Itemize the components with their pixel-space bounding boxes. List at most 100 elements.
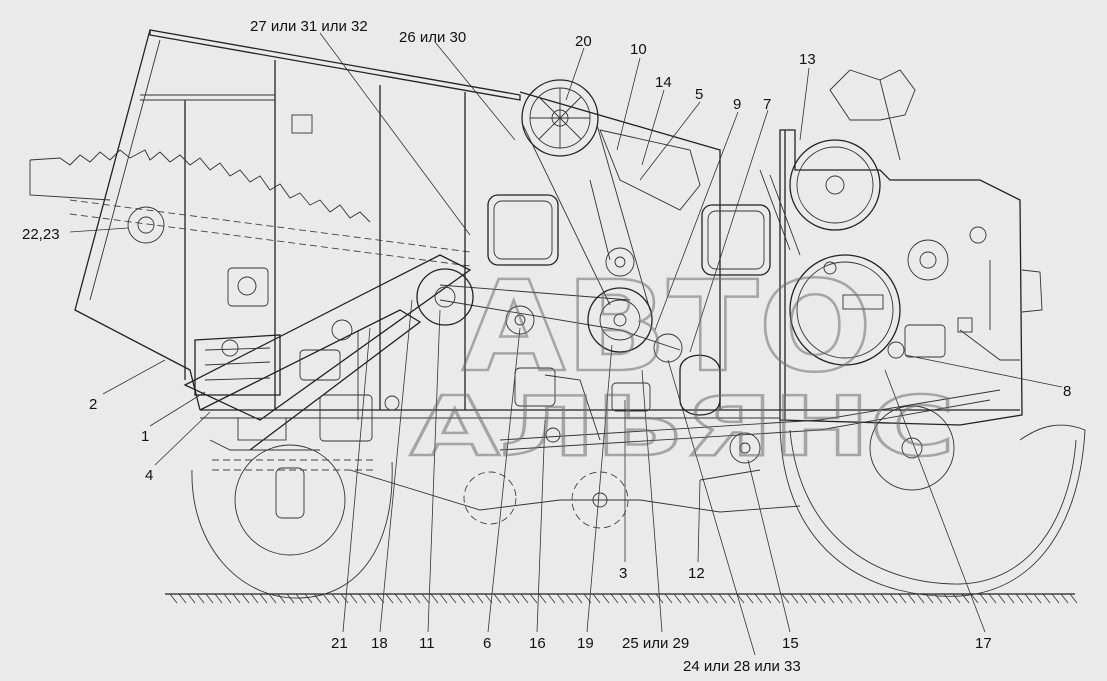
ground-hatch-mark [844,593,853,604]
ground-hatch-mark [268,593,277,604]
ground-hatch-mark [628,593,637,604]
label-15: 15 [782,635,799,652]
ground-hatch-mark [763,593,772,604]
ground-hatch-mark [556,593,565,604]
ground-hatch-mark [466,593,475,604]
ground-hatch-mark [745,593,754,604]
ground-hatch-mark [178,593,187,604]
ground-hatch-mark [286,593,295,604]
front-chamber [29,29,521,411]
ground-hatch-mark [592,593,601,604]
ground-hatch-mark [1033,593,1042,604]
ground-hatch-mark [916,593,925,604]
ground-hatch-mark [493,593,502,604]
label-16: 16 [529,635,546,652]
ground-hatch-mark [169,593,178,604]
ground-hatch-mark [448,593,457,604]
ground-hatch-mark [331,593,340,604]
ground-hatch-mark [691,593,700,604]
ground-hatch-mark [529,593,538,604]
ground-hatch-mark [709,593,718,604]
label-4: 4 [145,467,153,484]
ground-hatch-mark [313,593,322,604]
label-21: 21 [331,635,348,652]
label-12: 12 [688,565,705,582]
ground-hatch-mark [520,593,529,604]
ground-hatch-mark [619,593,628,604]
leader-lines [69,32,1063,656]
ground-hatch-mark [736,593,745,604]
ground-hatch-mark [610,593,619,604]
ground-hatch-mark [322,593,331,604]
ground-hatch-mark [1024,593,1033,604]
ground-hatch-mark [898,593,907,604]
label-26-30: 26 или 30 [399,29,466,46]
rear-wheel-arc [779,419,1086,597]
label-10: 10 [630,41,647,58]
label-19: 19 [577,635,594,652]
ground-hatch-mark [1069,593,1078,604]
callout-labels: 27 или 31 или 32 26 или 30 20 10 14 5 9 … [22,18,1071,675]
ground-hatch-mark [907,593,916,604]
ground-hatch-mark [889,593,898,604]
ground-hatch-mark [412,593,421,604]
ground-hatch-mark [808,593,817,604]
label-8: 8 [1063,383,1071,400]
ground-hatch-mark [340,593,349,604]
ground-hatch-mark [421,593,430,604]
left-linkage [183,254,472,451]
label-11: 11 [419,635,435,652]
ground-hatch-mark [385,593,394,604]
ground-hatch-mark [1060,593,1069,604]
ground-hatch-mark [646,593,655,604]
ground-hatch-mark [502,593,511,604]
ground-hatch-mark [232,593,241,604]
label-3: 3 [619,565,627,582]
ground-hatch-mark [601,593,610,604]
ground-hatch-mark [439,593,448,604]
label-18: 18 [371,635,388,652]
ground-hatch-mark [835,593,844,604]
central-housing [416,79,771,416]
ground-hatch-mark [673,593,682,604]
front-wheel [191,444,393,599]
ground-hatch-mark [871,593,880,604]
ground-hatch-mark [349,593,358,604]
ground-hatch-mark [538,593,547,604]
ground-hatch-mark [862,593,871,604]
ground-hatch-mark [790,593,799,604]
ground-hatch-mark [772,593,781,604]
ground-hatch-mark [817,593,826,604]
label-1: 1 [141,428,149,445]
watermark-line-1: АВТО [462,255,872,400]
ground-hatch-mark [367,593,376,604]
ground-hatch-mark [1006,593,1015,604]
label-2: 2 [89,396,97,413]
ground-hatch-mark [1015,593,1024,604]
label-22-23: 22,23 [22,226,60,243]
ground-hatch-mark [511,593,520,604]
label-17: 17 [975,635,992,652]
ground-hatch-mark [430,593,439,604]
ground-hatch-mark [475,593,484,604]
ground-hatch-mark [637,593,646,604]
ground-hatch-mark [727,593,736,604]
label-7: 7 [763,96,771,113]
label-25-29: 25 или 29 [622,635,689,652]
ground-hatch-mark [205,593,214,604]
ground-hatch-mark [457,593,466,604]
ground-hatch-mark [241,593,250,604]
label-9: 9 [733,96,741,113]
ground-hatch-mark [853,593,862,604]
ground-hatch-mark [214,593,223,604]
label-20: 20 [575,33,592,50]
ground-hatch-mark [934,593,943,604]
ground-hatch-mark [952,593,961,604]
ground-hatch-mark [547,593,556,604]
ground-hatch-mark [979,593,988,604]
label-14: 14 [655,74,672,91]
ground-hatch-mark [259,593,268,604]
ground-hatch-mark [664,593,673,604]
